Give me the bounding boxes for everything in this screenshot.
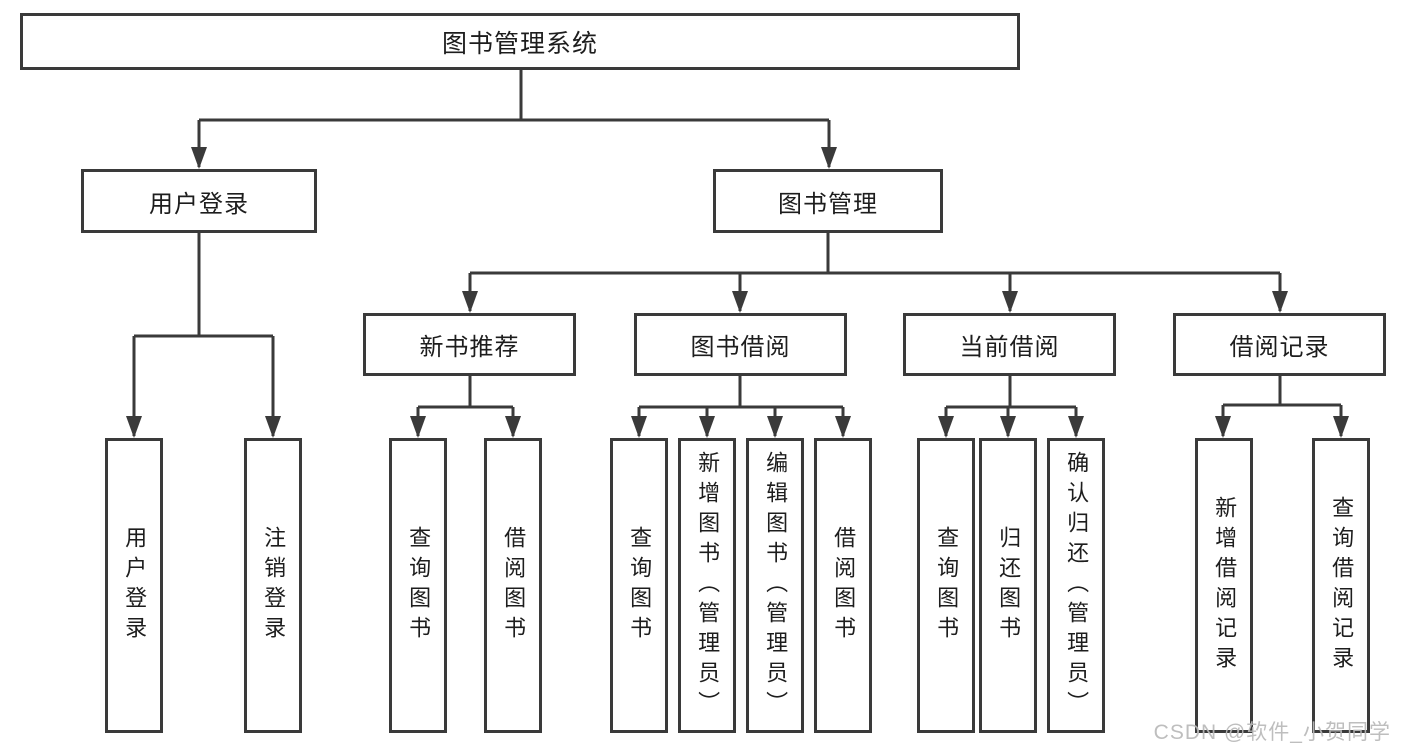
leaf-query-books-recommend-label: 查询图书 (406, 525, 432, 646)
leaf-user-login-label: 用户登录 (122, 525, 148, 646)
node-library-system-label: 图书管理系统 (441, 29, 598, 58)
leaf-edit-books-admin: 编辑图书（管理员） (746, 438, 804, 733)
leaf-add-books-admin-label: 新增图书（管理员） (695, 450, 721, 721)
arrowheads (126, 147, 1349, 438)
leaf-borrow-books-recommend: 借阅图书 (484, 438, 542, 733)
leaf-query-books-current-label: 查询图书 (934, 525, 960, 646)
node-current-borrow: 当前借阅 (903, 313, 1116, 376)
leaf-query-borrow-record-label: 查询借阅记录 (1329, 495, 1355, 676)
csdn-watermark: CSDN @软件_小贺同学 (1153, 721, 1391, 744)
leaf-add-borrow-record-label: 新增借阅记录 (1212, 495, 1238, 676)
leaf-logout-label: 注销登录 (261, 525, 287, 646)
node-book-borrow-label: 图书借阅 (690, 334, 791, 361)
leaf-borrow-books-label: 借阅图书 (831, 525, 857, 646)
node-book-management: 图书管理 (713, 169, 943, 233)
leaf-user-login: 用户登录 (105, 438, 163, 733)
node-book-management-label: 图书管理 (778, 190, 878, 218)
leaf-add-borrow-record: 新增借阅记录 (1195, 438, 1253, 733)
leaf-return-books-label: 归还图书 (996, 525, 1022, 646)
node-borrow-records: 借阅记录 (1173, 313, 1386, 376)
leaf-borrow-books-recommend-label: 借阅图书 (501, 525, 527, 646)
leaf-add-books-admin: 新增图书（管理员） (678, 438, 736, 733)
leaf-query-books-recommend: 查询图书 (389, 438, 447, 733)
node-new-book-recommend-label: 新书推荐 (419, 334, 520, 361)
leaf-borrow-books: 借阅图书 (814, 438, 872, 733)
leaf-return-books: 归还图书 (979, 438, 1037, 733)
leaf-confirm-return-admin: 确认归还（管理员） (1047, 438, 1105, 733)
leaf-edit-books-admin-label: 编辑图书（管理员） (763, 450, 789, 721)
node-library-system: 图书管理系统 (20, 13, 1020, 70)
node-borrow-records-label: 借阅记录 (1229, 334, 1330, 361)
leaf-query-borrow-record: 查询借阅记录 (1312, 438, 1370, 733)
leaf-query-books-borrow-label: 查询图书 (627, 525, 653, 646)
leaf-logout: 注销登录 (244, 438, 302, 733)
node-current-borrow-label: 当前借阅 (959, 334, 1060, 361)
leaf-confirm-return-admin-label: 确认归还（管理员） (1064, 450, 1090, 721)
leaf-query-books-borrow: 查询图书 (610, 438, 668, 733)
leaf-query-books-current: 查询图书 (917, 438, 975, 733)
tree-edges (132, 69, 1343, 436)
node-new-book-recommend: 新书推荐 (363, 313, 576, 376)
node-user-login-label: 用户登录 (149, 190, 249, 218)
node-book-borrow: 图书借阅 (634, 313, 847, 376)
node-user-login: 用户登录 (81, 169, 317, 233)
